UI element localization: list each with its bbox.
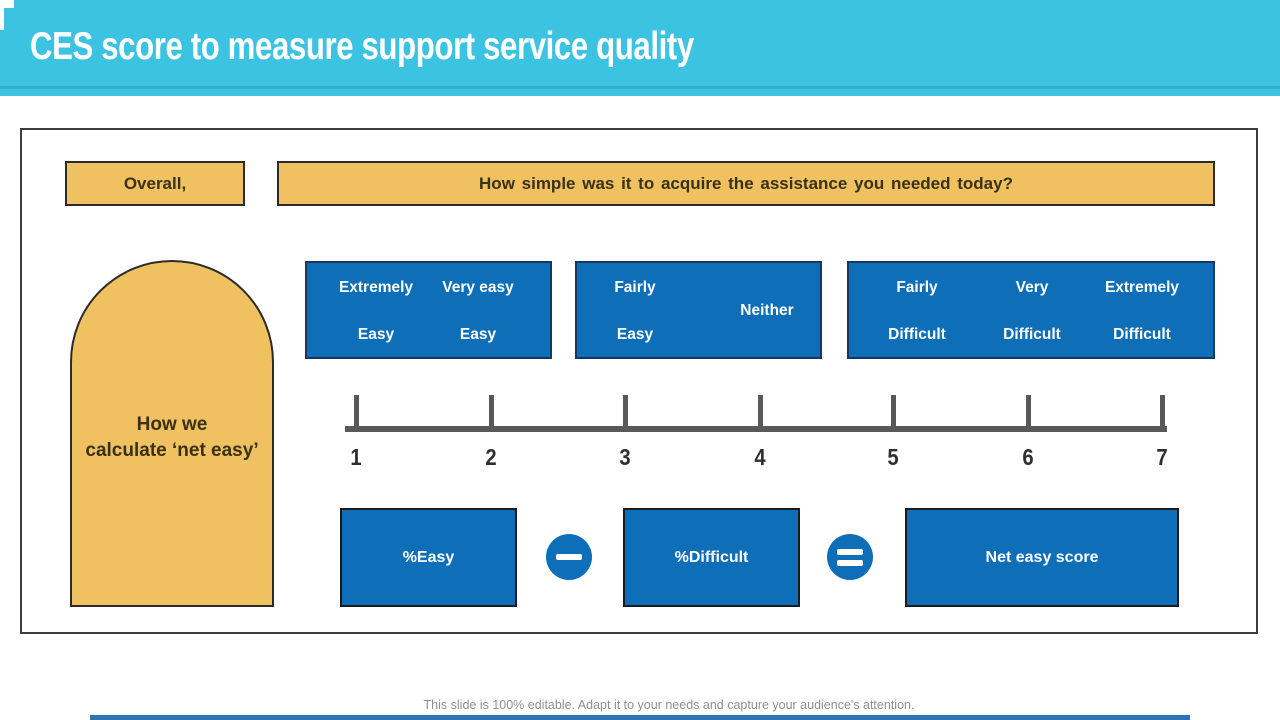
scale-label: Fairly — [896, 279, 938, 296]
scale-tick — [354, 395, 359, 427]
percent-easy-label: %Easy — [402, 548, 455, 566]
question-label: How simple was it to acquire the assista… — [479, 173, 1013, 193]
editable-note: This slide is 100% editable. Adapt it to… — [423, 698, 915, 712]
scale-label: Extremely — [338, 279, 414, 296]
scale-group-easy: Extremely Easy Very easy Easy — [305, 261, 552, 359]
percent-difficult-label: %Difficult — [674, 548, 749, 566]
scale-tick — [623, 395, 628, 427]
scale-tick — [489, 395, 494, 427]
method-arch-shape: How we calculate ‘net easy’ — [70, 260, 274, 607]
scale-tick-label: 3 — [619, 444, 631, 470]
scale-group-difficult: Fairly Difficult Very Difficult Extremel… — [847, 261, 1215, 359]
question-prefix-label: Overall, — [123, 173, 187, 193]
question-box: How simple was it to acquire the assista… — [277, 161, 1215, 206]
scale-group-middle: Fairly Easy Neither — [575, 261, 822, 359]
question-prefix-box: Overall, — [65, 161, 245, 206]
scale-tick-label: 5 — [887, 444, 899, 470]
scale-label: Very easy — [442, 279, 514, 296]
equals-icon — [827, 534, 873, 580]
scale-label: Difficult — [1003, 326, 1061, 343]
method-label-line1: How we — [136, 414, 208, 435]
scale-tick — [758, 395, 763, 427]
scale-tick-label: 4 — [754, 444, 766, 470]
percent-easy-box: %Easy — [340, 508, 517, 607]
content-panel: Overall, How simple was it to acquire th… — [20, 128, 1258, 634]
scale-ruler — [345, 426, 1167, 432]
equals-bar — [837, 548, 863, 555]
net-easy-score-label: Net easy score — [985, 548, 1099, 566]
scale-label: Easy — [357, 326, 395, 343]
scale-tick-label: 6 — [1022, 444, 1034, 470]
scale-tick — [1026, 395, 1031, 427]
bottom-accent-bar — [90, 715, 1190, 720]
header-divider — [0, 86, 1280, 89]
scale-label: Fairly — [614, 279, 656, 296]
method-label: How we calculate ‘net easy’ — [72, 412, 272, 464]
scale-tick — [1160, 395, 1165, 427]
scale-label: Easy — [616, 326, 654, 343]
header-bar: CES score to measure support service qua… — [0, 0, 1280, 96]
scale-label: Extremely — [1104, 279, 1180, 296]
scale-tick-label: 7 — [1156, 444, 1168, 470]
scale-label: Difficult — [888, 326, 946, 343]
percent-difficult-box: %Difficult — [623, 508, 800, 607]
scale-label: Very — [1015, 279, 1049, 296]
corner-notch — [0, 0, 14, 8]
method-label-line2: calculate ‘net easy’ — [85, 440, 259, 461]
scale-label: Easy — [459, 326, 497, 343]
minus-bar — [556, 554, 582, 560]
scale-tick — [891, 395, 896, 427]
scale-tick-label: 1 — [350, 444, 362, 470]
scale-label: Neither — [740, 302, 794, 319]
scale-label: Difficult — [1113, 326, 1171, 343]
minus-icon — [546, 534, 592, 580]
equals-bar — [837, 559, 863, 566]
corner-notch — [0, 0, 4, 30]
slide-title: CES score to measure support service qua… — [30, 25, 694, 68]
scale-tick-label: 2 — [485, 444, 497, 470]
net-easy-score-box: Net easy score — [905, 508, 1179, 607]
